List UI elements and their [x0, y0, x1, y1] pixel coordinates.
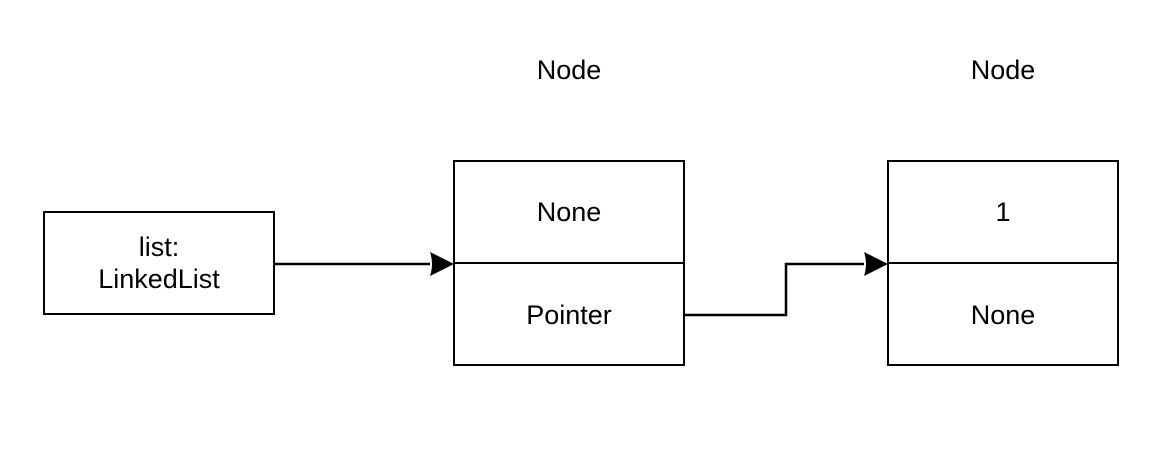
node-2-title: Node	[970, 55, 1036, 85]
linkedlist-box: list: LinkedList	[43, 211, 275, 315]
node-2-pointer-cell: None	[889, 264, 1117, 366]
node-1-title: Node	[536, 55, 602, 85]
node-1-value: None	[536, 196, 602, 227]
node-2: 1 None	[887, 160, 1119, 366]
linkedlist-label: list: LinkedList	[98, 231, 220, 295]
pointer-to-node-arrow	[685, 262, 864, 317]
pointer-to-node-arrowhead	[864, 252, 888, 276]
node-1: None Pointer	[453, 160, 685, 366]
node-1-value-cell: None	[455, 162, 683, 264]
node-2-pointer: None	[970, 299, 1036, 330]
linkedlist-label-line1: list:	[138, 232, 180, 262]
list-to-node-arrowhead	[430, 252, 454, 276]
node-1-pointer: Pointer	[526, 299, 612, 330]
node-2-value: 1	[995, 196, 1011, 227]
node-1-pointer-cell: Pointer	[455, 264, 683, 366]
linkedlist-label-line2: LinkedList	[98, 264, 220, 294]
node-2-value-cell: 1	[889, 162, 1117, 264]
